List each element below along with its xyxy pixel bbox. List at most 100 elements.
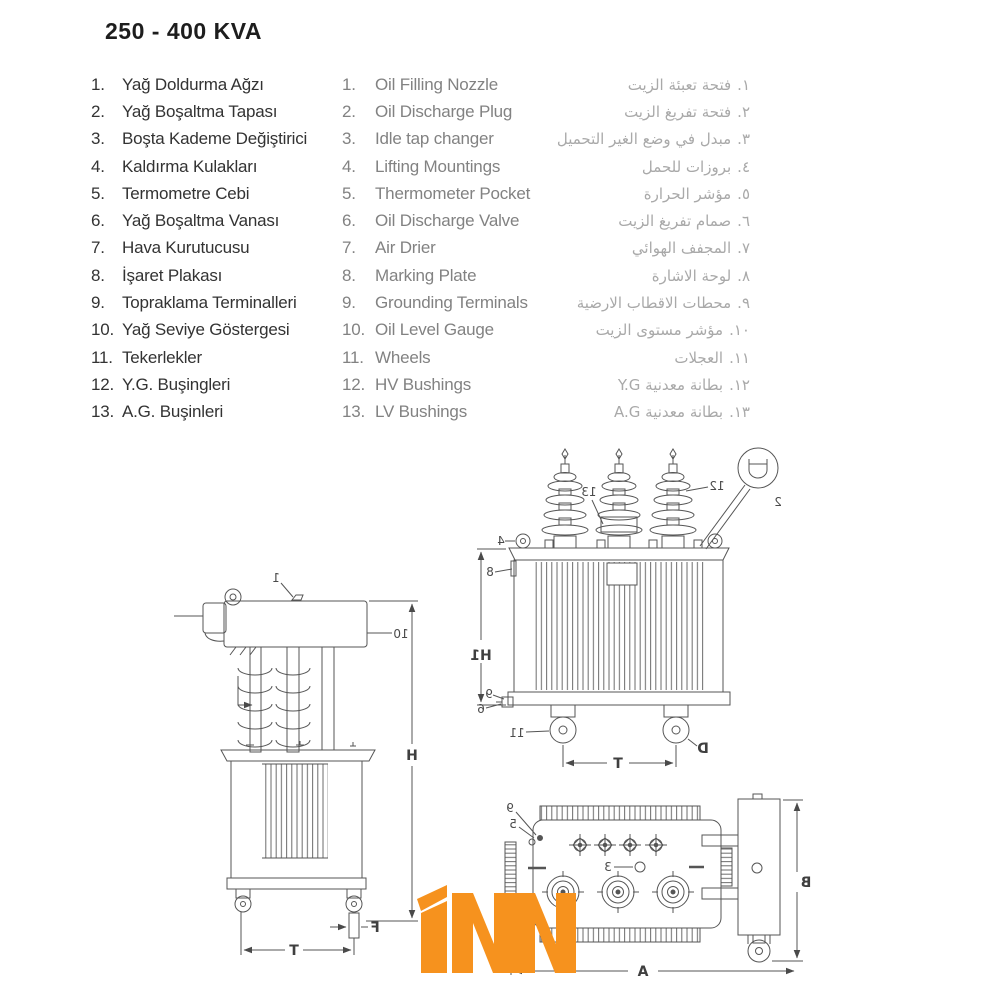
- callout-10: 10: [393, 627, 408, 641]
- part-label: Oil Discharge Plug: [375, 101, 513, 121]
- air-drier: [202, 602, 227, 634]
- part-row-arabic: ٤.بروزات للحمل: [470, 153, 750, 180]
- part-label: فتحة تفريغ الزيت: [624, 102, 732, 121]
- callout-13: 13: [581, 485, 596, 499]
- part-number: ١١.: [729, 348, 750, 367]
- callout-1: 1: [272, 571, 280, 585]
- part-number: 11.: [91, 347, 113, 367]
- part-label: Termometre Cebi: [122, 183, 250, 203]
- part-number: 9.: [342, 293, 356, 313]
- hv-bushings: [541, 448, 697, 549]
- part-number: 12.: [342, 374, 366, 394]
- part-row-turkish: 13.A.G. Buşinleri: [91, 399, 341, 426]
- part-label: لوحة الاشارة: [651, 266, 732, 285]
- part-label: مبدل في وضع الغير التحميل: [556, 130, 732, 149]
- parts-list-english: 1. Oil Filling Nozzle 2. Oil Discharge Plug…: [342, 71, 592, 426]
- callout-8: 8: [486, 565, 494, 579]
- inn-letter-i: [421, 901, 447, 973]
- callout-6: 6: [477, 702, 485, 716]
- part-row-arabic: ٢.فتحة تفريغ الزيت: [470, 98, 750, 125]
- part-number: ٧.: [737, 239, 750, 258]
- part-number: 6.: [342, 211, 356, 231]
- lv-bushings-top: [569, 834, 667, 856]
- part-label: Air Drier: [375, 238, 436, 258]
- callout-5: 5: [509, 817, 517, 831]
- part-label: Kaldırma Kulakları: [122, 156, 258, 176]
- part-number: 2.: [342, 101, 356, 121]
- part-number: ١٠.: [729, 321, 750, 340]
- hv-bushings-top: [542, 871, 694, 913]
- part-row-english: 13.LV Bushings: [342, 399, 592, 426]
- part-number: 11.: [342, 347, 364, 367]
- part-label: مؤشر الحرارة: [643, 184, 732, 203]
- part-row-english: 5.Thermometer Pocket: [342, 180, 592, 207]
- part-number: ١.: [737, 75, 750, 94]
- part-row-arabic: ١٣.بطانة معدنية A.G: [470, 399, 750, 426]
- part-row-english: 6. Oil Discharge Valve: [342, 207, 592, 234]
- part-row-turkish: 6.Yağ Boşaltma Vanası: [91, 207, 341, 234]
- part-row-turkish: 7.Hava Kurutucusu: [91, 235, 341, 262]
- part-row-turkish: 1.Yağ Doldurma Ağzı: [91, 71, 341, 98]
- part-row-english: 9. Grounding Terminals: [342, 289, 592, 316]
- part-number: 9.: [91, 293, 105, 313]
- detail-circle: [737, 447, 779, 489]
- part-row-english: 7.Air Drier: [342, 235, 592, 262]
- part-row-english: 8.Marking Plate: [342, 262, 592, 289]
- part-label: صمام تفريغ الزيت: [618, 212, 732, 231]
- part-row-english: 2. Oil Discharge Plug: [342, 98, 592, 125]
- part-number: 10.: [342, 320, 366, 340]
- part-number: ٦.: [737, 212, 750, 231]
- part-label: Grounding Terminals: [375, 293, 528, 313]
- dim-h1: H1: [470, 648, 491, 664]
- part-row-english: 3.Idle tap changer: [342, 126, 592, 153]
- part-label: Yağ Boşaltma Vanası: [122, 211, 280, 231]
- dim-d: D: [697, 741, 709, 757]
- part-number: 5.: [342, 183, 356, 203]
- part-row-turkish: 4.Kaldırma Kulakları: [91, 153, 341, 180]
- part-label: Oil Level Gauge: [375, 320, 494, 340]
- part-label: Tekerlekler: [122, 347, 202, 367]
- part-row-turkish: 9. Topraklama Terminalleri: [91, 289, 341, 316]
- dim-b: B: [801, 875, 812, 891]
- part-label: محطات الاقطاب الارضية: [576, 294, 732, 313]
- part-number: ٤.: [737, 157, 750, 176]
- part-row-arabic: ٨.لوحة الاشارة: [470, 262, 750, 289]
- part-label: HV Bushings: [375, 374, 472, 394]
- dim-f: F: [370, 920, 380, 936]
- inn-letter-n2: [514, 893, 576, 973]
- callout-2: 2: [774, 495, 782, 509]
- part-row-arabic: ٧. المجفف الهوائي: [470, 235, 750, 262]
- part-label: Y.G. Buşingleri: [122, 374, 231, 394]
- part-label: Wheels: [375, 347, 431, 367]
- dim-t-side: T: [289, 943, 299, 959]
- dim-t-front: T: [613, 756, 623, 772]
- dim-h: H: [406, 748, 418, 764]
- part-row-turkish: 2.Yağ Boşaltma Tapası: [91, 98, 341, 125]
- part-label: Oil Discharge Valve: [375, 211, 520, 231]
- part-label: فتحة تعبئة الزيت: [627, 75, 732, 94]
- part-label: Oil Filling Nozzle: [375, 74, 498, 94]
- part-label: المجفف الهوائي: [631, 239, 732, 258]
- part-label: بطانة معدنية A.G: [614, 403, 724, 422]
- inn-watermark: [417, 885, 576, 973]
- part-number: 8.: [342, 265, 356, 285]
- part-row-arabic: ١١. العجلات: [470, 344, 750, 371]
- part-row-turkish: 12.Y.G. Buşingleri: [91, 371, 341, 398]
- part-number: 7.: [91, 238, 105, 258]
- part-row-turkish: 3.Boşta Kademe Değiştirici: [91, 126, 341, 153]
- part-number: ٥.: [737, 184, 750, 203]
- part-label: بطانة معدنية Y.G: [617, 375, 724, 394]
- part-row-arabic: ٩. محطات الاقطاب الارضية: [470, 289, 750, 316]
- part-number: 2.: [91, 101, 105, 121]
- part-label: Topraklama Terminalleri: [122, 293, 297, 313]
- part-number: 4.: [342, 156, 356, 176]
- callout-11: 11: [509, 726, 524, 740]
- part-label: العجلات: [674, 348, 724, 367]
- part-number: ٩.: [737, 294, 750, 313]
- part-row-arabic: ١٠.مؤشر مستوى الزيت: [470, 317, 750, 344]
- part-number: ٣.: [737, 130, 750, 149]
- part-number: 1.: [342, 74, 356, 94]
- part-number: 5.: [91, 183, 105, 203]
